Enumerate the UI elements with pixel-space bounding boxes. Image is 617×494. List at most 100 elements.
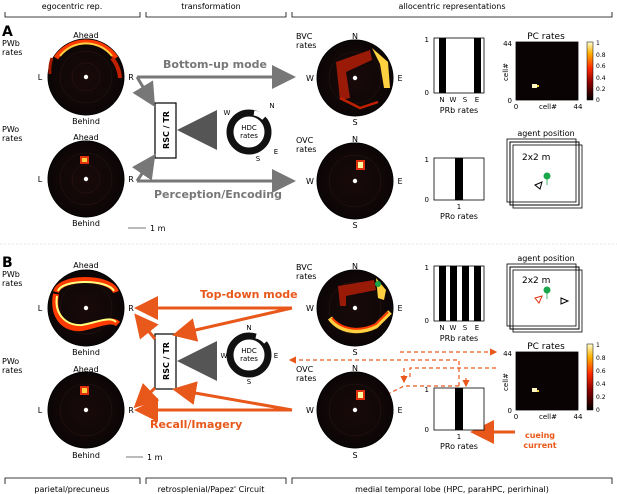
panel-a: A PWb rates Ahead Behind L R PWo rates xyxy=(2,24,606,233)
hdc-label-line1: HDC xyxy=(241,347,257,355)
hdc-n: N xyxy=(246,324,251,332)
bvc-n: N xyxy=(352,262,358,271)
pwb-behind: Behind xyxy=(72,117,100,126)
pro-bar-plot xyxy=(433,387,485,431)
ovc-n: N xyxy=(352,135,358,144)
ovc-s: S xyxy=(352,221,357,230)
prb-title: PRb rates xyxy=(440,106,478,115)
panel-letter-b: B xyxy=(2,255,13,271)
footer-mtl: medial temporal lobe (HPC, paraHPC, peri… xyxy=(355,485,549,494)
ovc-label-line2: rates xyxy=(296,145,316,154)
ovc-s: S xyxy=(352,451,357,460)
agent-room-label: 2x2 m xyxy=(522,153,550,163)
ovc-e: E xyxy=(397,177,402,186)
prb-tick-w: W xyxy=(450,96,457,104)
pc-y1: 44 xyxy=(503,350,512,358)
pc-heatmap xyxy=(515,41,579,101)
cbar-06: 0.6 xyxy=(596,63,606,70)
pwb-left: L xyxy=(38,304,43,313)
hdc-s: S xyxy=(247,378,252,386)
prb-bar-plot xyxy=(433,265,485,322)
agent-position-map xyxy=(506,263,583,333)
panel-b: B PWb rates Ahead Behind L R PWo rates A… xyxy=(2,254,606,462)
ovc-polar-plot xyxy=(316,142,394,220)
pc-xlabel: cell# xyxy=(539,103,557,111)
agent-triangle-icon xyxy=(534,181,543,190)
prb-title: PRb rates xyxy=(440,334,478,343)
ovc-label-line1: OVC xyxy=(296,136,314,145)
pwb-left: L xyxy=(38,73,43,82)
bvc-label-line1: BVC xyxy=(296,263,313,272)
pro-ybottom: 0 xyxy=(425,426,429,434)
hdc-s: S xyxy=(256,155,261,163)
pro-bar-plot xyxy=(433,157,485,201)
prb-tick-s: S xyxy=(463,96,468,104)
pwo-label-line1: PWo xyxy=(2,357,19,366)
pwo-behind: Behind xyxy=(72,219,100,228)
ovc-label-line2: rates xyxy=(296,374,316,383)
pwb-ahead: Ahead xyxy=(73,31,98,40)
prb-bar-n xyxy=(439,266,446,321)
pc-y0: 0 xyxy=(508,97,512,105)
pc-x0: 0 xyxy=(514,413,518,421)
pc-x0: 0 xyxy=(514,103,518,111)
header-egocentric: egocentric rep. xyxy=(42,2,103,11)
footer-parietal: parietal/precuneus xyxy=(34,485,109,494)
pc-colorbar xyxy=(586,41,594,101)
agent-triangle-icon xyxy=(560,297,570,305)
cbar-02: 0.2 xyxy=(596,394,606,401)
rsc-tr-box xyxy=(154,102,177,159)
hdc-ring xyxy=(226,332,272,378)
hdc-w: W xyxy=(224,109,231,117)
pwb-ahead: Ahead xyxy=(73,261,98,270)
pwb-label-line1: PWb xyxy=(2,270,20,279)
pro-bar-1 xyxy=(455,158,463,200)
pwb-behind: Behind xyxy=(72,348,100,357)
cueing-label-line2: current xyxy=(523,441,556,450)
rsc-tr-box xyxy=(154,333,177,390)
pwo-ahead: Ahead xyxy=(73,365,98,374)
flow-arrows-gray xyxy=(131,65,296,193)
pc-y1: 44 xyxy=(503,40,512,48)
prb-tick-s: S xyxy=(463,324,468,332)
hdc-n: N xyxy=(269,102,274,110)
pro-ytop: 1 xyxy=(425,386,429,394)
cbar-04: 0.4 xyxy=(596,75,606,82)
bvc-label-line2: rates xyxy=(296,41,316,50)
pc-y0: 0 xyxy=(508,407,512,415)
agent-dot-icon xyxy=(352,305,358,311)
cbar-04: 0.4 xyxy=(596,381,606,388)
pro-tick: 1 xyxy=(457,433,461,441)
bvc-polar-plot xyxy=(316,39,394,117)
flow-top-label: Bottom-up mode xyxy=(163,58,267,71)
prb-tick-n: N xyxy=(439,324,444,332)
cbar-1: 1 xyxy=(596,40,600,47)
pwo-label-line1: PWo xyxy=(2,125,19,134)
scale-label: 1 m xyxy=(150,224,166,233)
agent-position-map xyxy=(506,138,583,209)
pro-ybottom: 0 xyxy=(425,196,429,204)
pwb-label-line1: PWb xyxy=(2,39,20,48)
pwo-label-line2: rates xyxy=(2,134,22,143)
agent-dot-icon xyxy=(352,407,358,413)
bvc-s: S xyxy=(352,118,357,127)
pwb-right: R xyxy=(128,73,134,82)
prb-bar-s xyxy=(462,266,469,321)
pwo-behind: Behind xyxy=(72,451,100,460)
flow-bottom-label: Perception/Encoding xyxy=(154,188,282,201)
bvc-s: S xyxy=(352,348,357,357)
cbar-06: 0.6 xyxy=(596,368,606,375)
hdc-label-line2: rates xyxy=(240,355,258,363)
agent-dot-icon xyxy=(83,176,89,182)
pwo-polar-plot xyxy=(47,140,125,218)
pwb-polar-plot xyxy=(47,38,125,116)
flow-bottom-label: Recall/Imagery xyxy=(150,418,242,431)
agent-dot-icon xyxy=(352,75,358,81)
prb-ybottom: 0 xyxy=(425,89,429,97)
prb-tick-n: N xyxy=(439,96,444,104)
hdc-ring xyxy=(226,109,272,155)
prb-tick-w: W xyxy=(450,324,457,332)
bvc-polar-plot xyxy=(316,269,394,347)
pwb-right: R xyxy=(128,304,134,313)
